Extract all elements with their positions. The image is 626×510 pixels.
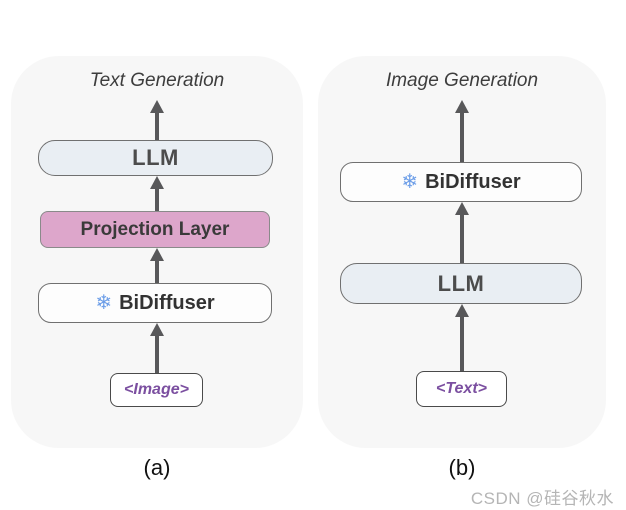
node-bidiffuser-label: BiDiffuser (119, 291, 215, 314)
node-bidiffuser-label: BiDiffuser (425, 170, 521, 193)
frozen-snowflake-icon: ❄ (95, 292, 113, 314)
node-text-token-label: <Text> (436, 380, 487, 397)
arrow-up-icon (150, 176, 164, 211)
node-llm: LLM (38, 140, 273, 176)
panel-b: Image Generation ❄ BiDiffuser LLM <Text> (318, 56, 606, 448)
node-llm: LLM (340, 263, 582, 304)
flow-label-image-generation: Image Generation (385, 70, 539, 91)
arrow-shaft (460, 113, 464, 162)
arrow-up-icon (455, 202, 469, 263)
node-llm-label: LLM (132, 145, 179, 170)
node-bidiffuser: ❄ BiDiffuser (340, 162, 582, 202)
caption-b: (b) (448, 455, 476, 480)
arrow-head (455, 202, 469, 215)
panel-a: Text Generation LLM Projection Layer ❄ B… (11, 56, 303, 448)
arrow-up-icon (455, 100, 469, 162)
flow-label-text-generation: Text Generation (89, 70, 225, 91)
arrow-shaft (155, 261, 159, 283)
arrow-shaft (155, 336, 159, 373)
node-image-token: <Image> (110, 373, 203, 407)
node-projection-layer-label: Projection Layer (80, 218, 230, 240)
node-image-token-label: <Image> (124, 381, 189, 398)
arrow-head (455, 100, 469, 113)
arrow-head (150, 323, 164, 336)
node-bidiffuser: ❄ BiDiffuser (38, 283, 272, 323)
caption-a: (a) (143, 455, 171, 480)
arrow-up-icon (150, 248, 164, 283)
arrow-shaft (155, 189, 159, 211)
arrow-head (455, 304, 469, 317)
arrow-up-icon (150, 323, 164, 373)
node-llm-label: LLM (437, 270, 485, 296)
arrow-head (150, 100, 164, 113)
arrow-head (150, 176, 164, 189)
node-projection-layer: Projection Layer (40, 211, 270, 248)
arrow-shaft (460, 215, 464, 263)
arrow-up-icon (150, 100, 164, 140)
arrow-shaft (460, 317, 464, 371)
arrow-shaft (155, 113, 159, 140)
frozen-snowflake-icon: ❄ (401, 171, 419, 193)
arrow-up-icon (455, 304, 469, 371)
node-text-token: <Text> (416, 371, 507, 407)
arrow-head (150, 248, 164, 261)
csdn-watermark: CSDN @硅谷秋水 (470, 489, 614, 508)
